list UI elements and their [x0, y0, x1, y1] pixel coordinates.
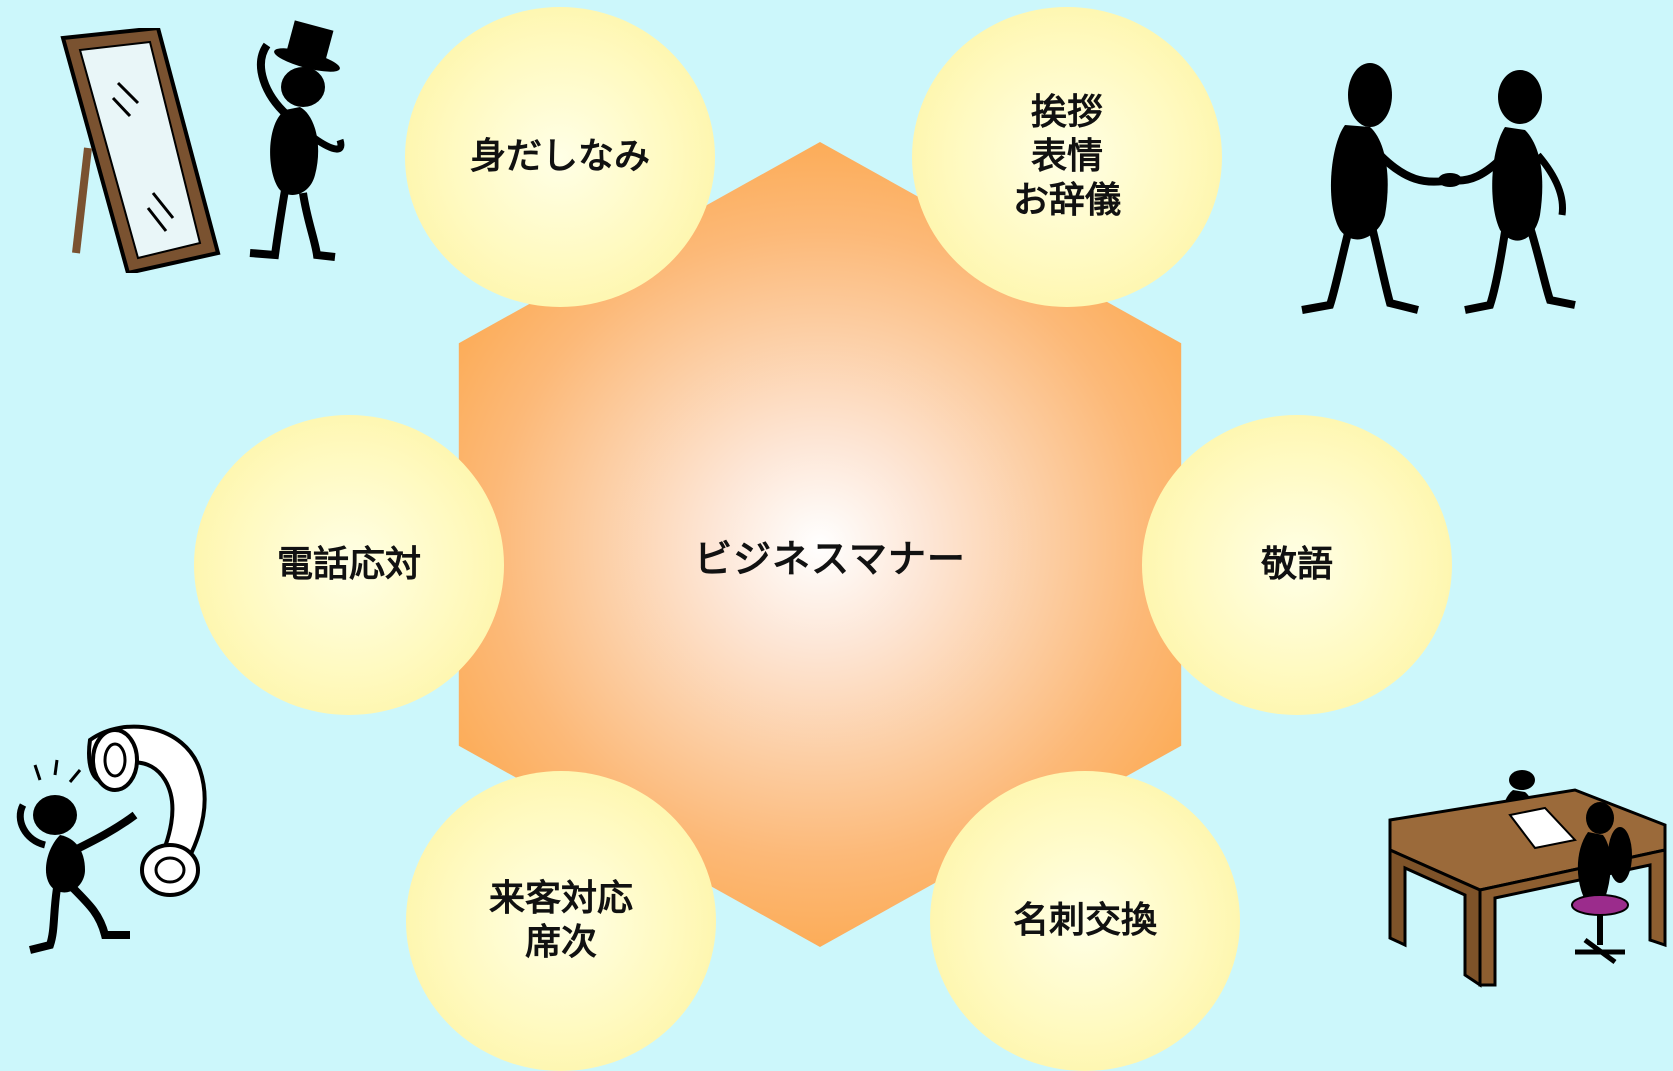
node-greeting-line-1: 挨拶	[1030, 92, 1103, 134]
desk-meeting-icon	[1388, 770, 1667, 988]
node-greeting: 挨拶 表情 お辞儀	[912, 7, 1222, 307]
node-visitor: 来客対応 席次	[406, 771, 716, 1071]
node-greeting-line-3: お辞儀	[1012, 179, 1121, 221]
man-with-hat-icon	[249, 20, 345, 261]
node-business-card-line-1: 名刺交換	[1012, 900, 1157, 942]
center-label: ビジネスマナー	[694, 537, 966, 581]
node-appearance-line-1: 身だしなみ	[469, 136, 650, 178]
node-appearance: 身だしなみ	[405, 7, 715, 307]
node-visitor-line-1: 来客対応	[488, 878, 633, 920]
node-greeting-line-2: 表情	[1030, 136, 1103, 178]
node-honorifics-line-1: 敬語	[1260, 544, 1333, 586]
mirror-icon	[60, 28, 221, 273]
node-phone: 電話応対	[194, 415, 504, 715]
phone-shouting-icon	[16, 724, 207, 954]
handshake-icon	[1301, 63, 1576, 314]
node-phone-line-1: 電話応対	[276, 544, 421, 586]
node-business-card: 名刺交換	[930, 771, 1240, 1071]
node-visitor-line-2: 席次	[524, 922, 597, 963]
node-honorifics: 敬語	[1142, 415, 1452, 715]
